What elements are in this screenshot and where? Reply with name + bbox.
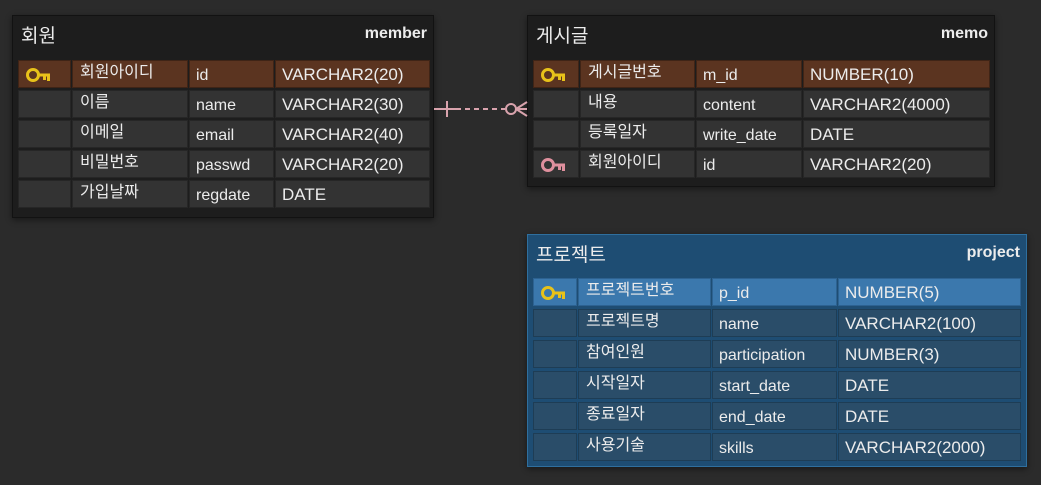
entity-logical-name: 프로젝트 [536, 244, 606, 266]
column-datatype: VARCHAR2(20) [803, 150, 990, 178]
key-cell [533, 278, 577, 306]
column-row[interactable]: 이메일 email VARCHAR2(40) [13, 120, 433, 148]
key-cell [18, 150, 71, 178]
column-physical-name: name [189, 90, 274, 118]
column-row[interactable]: 회원아이디 id VARCHAR2(20) [528, 150, 994, 178]
column-datatype: DATE [838, 402, 1021, 430]
column-row[interactable]: 프로젝트번호 p_id NUMBER(5) [528, 278, 1026, 306]
column-datatype: NUMBER(10) [803, 60, 990, 88]
column-physical-name: id [189, 60, 274, 88]
column-row[interactable]: 이름 name VARCHAR2(30) [13, 90, 433, 118]
column-logical-name: 비밀번호 [72, 150, 188, 178]
column-logical-name: 회원아이디 [580, 150, 695, 178]
column-logical-name: 내용 [580, 90, 695, 118]
column-physical-name: m_id [696, 60, 802, 88]
column-physical-name: skills [712, 433, 837, 461]
entity-table-name: member [364, 25, 427, 42]
column-datatype: VARCHAR2(4000) [803, 90, 990, 118]
column-physical-name: content [696, 90, 802, 118]
key-cell [533, 120, 579, 148]
column-datatype: DATE [803, 120, 990, 148]
column-physical-name: email [189, 120, 274, 148]
column-datatype: VARCHAR2(40) [275, 120, 430, 148]
key-cell [18, 90, 71, 118]
key-cell [533, 402, 577, 430]
key-cell [533, 90, 579, 118]
crowfoot-line [515, 108, 528, 117]
column-row[interactable]: 프로젝트명 name VARCHAR2(100) [528, 309, 1026, 337]
column-row[interactable]: 사용기술 skills VARCHAR2(2000) [528, 433, 1026, 461]
column-logical-name: 회원아이디 [72, 60, 188, 88]
entity-project[interactable]: 프로젝트 project 프로젝트번호 p_id NUMBER(5) 프로젝트명… [527, 234, 1027, 467]
column-row[interactable]: 가입날짜 regdate DATE [13, 180, 433, 208]
foreign-key-icon [540, 156, 566, 174]
column-logical-name: 가입날짜 [72, 180, 188, 208]
column-physical-name: participation [712, 340, 837, 368]
column-logical-name: 게시글번호 [580, 60, 695, 88]
column-logical-name: 시작일자 [578, 371, 711, 399]
column-logical-name: 종료일자 [578, 402, 711, 430]
column-row[interactable]: 내용 content VARCHAR2(4000) [528, 90, 994, 118]
column-datatype: VARCHAR2(20) [275, 60, 430, 88]
primary-key-icon [25, 66, 51, 84]
key-cell [533, 60, 579, 88]
entity-logical-name: 회원 [21, 25, 56, 47]
column-datatype: NUMBER(5) [838, 278, 1021, 306]
column-physical-name: end_date [712, 402, 837, 430]
column-physical-name: id [696, 150, 802, 178]
column-physical-name: write_date [696, 120, 802, 148]
column-datatype: NUMBER(3) [838, 340, 1021, 368]
column-row[interactable]: 종료일자 end_date DATE [528, 402, 1026, 430]
entity-header: 프로젝트 project [528, 235, 1026, 273]
column-row[interactable]: 참여인원 participation NUMBER(3) [528, 340, 1026, 368]
column-physical-name: name [712, 309, 837, 337]
column-physical-name: regdate [189, 180, 274, 208]
entity-header: 회원 member [13, 16, 433, 54]
primary-key-icon [540, 66, 566, 84]
entity-table-name: project [966, 244, 1020, 261]
zero-cardinality-circle [505, 103, 517, 115]
key-cell [18, 60, 71, 88]
entity-logical-name: 게시글 [536, 25, 589, 47]
column-datatype: DATE [275, 180, 430, 208]
key-cell [533, 150, 579, 178]
primary-key-icon [540, 284, 566, 302]
column-datatype: VARCHAR2(2000) [838, 433, 1021, 461]
key-cell [533, 371, 577, 399]
column-logical-name: 프로젝트번호 [578, 278, 711, 306]
column-logical-name: 프로젝트명 [578, 309, 711, 337]
column-datatype: VARCHAR2(100) [838, 309, 1021, 337]
column-physical-name: start_date [712, 371, 837, 399]
column-row[interactable]: 비밀번호 passwd VARCHAR2(20) [13, 150, 433, 178]
column-row[interactable]: 게시글번호 m_id NUMBER(10) [528, 60, 994, 88]
column-row[interactable]: 시작일자 start_date DATE [528, 371, 1026, 399]
column-datatype: VARCHAR2(20) [275, 150, 430, 178]
column-logical-name: 이름 [72, 90, 188, 118]
column-logical-name: 이메일 [72, 120, 188, 148]
column-datatype: DATE [838, 371, 1021, 399]
column-row[interactable]: 등록일자 write_date DATE [528, 120, 994, 148]
column-datatype: VARCHAR2(30) [275, 90, 430, 118]
entity-table-name: memo [940, 25, 988, 42]
key-cell [533, 309, 577, 337]
column-logical-name: 사용기술 [578, 433, 711, 461]
entity-header: 게시글 memo [528, 16, 994, 54]
key-cell [18, 120, 71, 148]
crowfoot-line [515, 101, 528, 110]
entity-memo[interactable]: 게시글 memo 게시글번호 m_id NUMBER(10) 내용 conten… [527, 15, 995, 187]
column-logical-name: 참여인원 [578, 340, 711, 368]
key-cell [533, 340, 577, 368]
column-logical-name: 등록일자 [580, 120, 695, 148]
key-cell [533, 433, 577, 461]
column-row[interactable]: 회원아이디 id VARCHAR2(20) [13, 60, 433, 88]
key-cell [18, 180, 71, 208]
column-physical-name: p_id [712, 278, 837, 306]
column-physical-name: passwd [189, 150, 274, 178]
entity-member[interactable]: 회원 member 회원아이디 id VARCHAR2(20) 이름 name … [12, 15, 434, 218]
